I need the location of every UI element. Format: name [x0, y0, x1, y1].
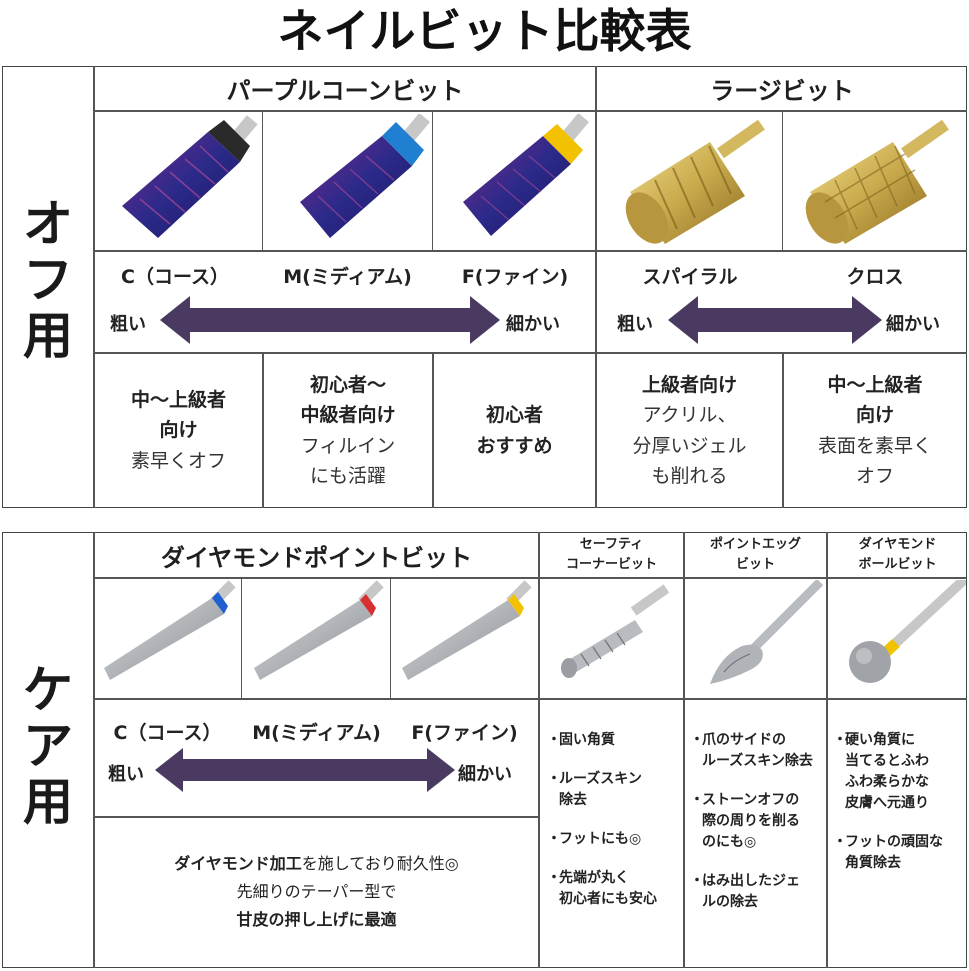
off-grade-medium: M(ミディアム) [283, 266, 412, 288]
care-side-label: ケ ア 用 [23, 661, 73, 831]
off-desc-cross: 中〜上級者 向け 表面を素早く オフ [817, 373, 932, 487]
point-egg-bit-image [710, 580, 824, 684]
feature-text: ストーンオフの 際の周りを削る のにも◎ [702, 792, 800, 850]
off-desc-coarse: 中〜上級者 向け 素早くオフ [130, 388, 226, 472]
bullet-mark: ・ [547, 771, 561, 787]
bullet-mark: ・ [547, 831, 561, 847]
large-type-spiral: スパイラル [642, 266, 738, 288]
off-grade-coarse: C（コース） [121, 266, 229, 288]
purple-bit-coarse-image [122, 115, 258, 238]
off-grade-fine: F(ファイン) [461, 266, 569, 288]
safety-corner-bit-image [561, 584, 670, 678]
large-bit-spiral-image [625, 119, 765, 244]
bullet-mark: ・ [690, 792, 704, 808]
off-side-label: オ フ 用 [23, 195, 73, 365]
point-egg-header: ポイントエッグ ビット [709, 536, 801, 572]
feature-text: ルーズスキン 除去 [559, 771, 642, 808]
off-section [2, 66, 967, 508]
page-title: ネイルビット比較表 [277, 4, 692, 58]
off-fine-label: 細かい [506, 314, 560, 335]
care-fine-label: 細かい [458, 764, 512, 785]
purple-cone-header: パープルコーンビット [226, 77, 464, 105]
feature-text: 硬い角質に 当てるとふわ ふわ柔らかな 皮膚へ元通り [845, 732, 929, 811]
bullet-mark: ・ [833, 732, 847, 748]
diamond-ball-header: ダイヤモンド ボールビット [858, 536, 937, 572]
diamond-bit-medium-image [254, 580, 384, 680]
feature-text: 先端が丸く 初心者にも安心 [559, 870, 657, 907]
feature-text: フットの頑固な 角質除去 [845, 834, 943, 871]
feature-item: ・ストーンオフの 際の周りを削る のにも◎ [690, 790, 826, 853]
feature-text: 爪のサイドの ルーズスキン除去 [702, 732, 813, 769]
feature-item: ・爪のサイドの ルーズスキン除去 [690, 730, 826, 772]
feature-item: ・硬い角質に 当てるとふわ ふわ柔らかな 皮膚へ元通り [833, 730, 967, 814]
off-desc-fine: 初心者 おすすめ [476, 404, 553, 457]
purple-bit-medium-image [300, 114, 431, 238]
feature-text: はみ出したジェ ルの除去 [702, 873, 800, 910]
bullet-mark: ・ [547, 732, 561, 748]
feature-item: ・フットにも◎ [547, 829, 681, 850]
care-grade-coarse: C（コース） [113, 722, 222, 744]
off-purple-arrow [160, 296, 500, 344]
feature-item: ・フットの頑固な 角質除去 [833, 832, 967, 874]
purple-bit-fine-image [463, 114, 590, 236]
large-fine-label: 細かい [886, 314, 940, 335]
care-coarse-label: 粗い [108, 764, 144, 785]
off-large-arrow [668, 296, 882, 344]
feature-text: フットにも◎ [559, 831, 642, 847]
bullet-mark: ・ [547, 870, 561, 886]
safety-corner-header: セーフティ コーナービット [565, 536, 657, 572]
diamond-bit-coarse-image [104, 580, 236, 680]
bullet-mark: ・ [833, 834, 847, 850]
bullet-mark: ・ [690, 873, 704, 889]
diamond-ball-features: ・硬い角質に 当てるとふわ ふわ柔らかな 皮膚へ元通り・フットの頑固な 角質除去 [833, 730, 967, 892]
care-grade-fine: F(ファイン) [411, 722, 518, 744]
feature-item: ・はみ出したジェ ルの除去 [690, 871, 826, 913]
feature-text: 固い角質 [559, 732, 615, 748]
large-bit-header: ラージビット [710, 77, 854, 105]
care-diamond-arrow [155, 748, 455, 792]
feature-item: ・固い角質 [547, 730, 681, 751]
diamond-description: ダイヤモンド加工を施しており耐久性◎ 先細りのテーパー型で 甘皮の押し上げに最適 [174, 854, 459, 929]
off-desc-medium: 初心者〜 中級者向け フィルイン にも活躍 [300, 373, 396, 487]
large-type-cross: クロス [846, 266, 904, 288]
off-desc-spiral: 上級者向け アクリル、 分厚いジェル も削れる [632, 373, 747, 487]
bullet-mark: ・ [690, 732, 704, 748]
diamond-ball-bit-image [849, 580, 966, 683]
safety-corner-features: ・固い角質・ルーズスキン 除去・フットにも◎・先端が丸く 初心者にも安心 [547, 730, 681, 928]
diamond-bit-fine-image [402, 580, 532, 680]
large-bit-cross-image [805, 119, 949, 244]
feature-item: ・先端が丸く 初心者にも安心 [547, 868, 681, 910]
diamond-point-header: ダイヤモンドポイントビット [160, 543, 473, 572]
large-coarse-label: 粗い [617, 314, 653, 335]
point-egg-features: ・爪のサイドの ルーズスキン除去・ストーンオフの 際の周りを削る のにも◎・はみ… [690, 730, 826, 931]
off-coarse-label: 粗い [110, 314, 146, 335]
care-grade-medium: M(ミディアム) [252, 722, 381, 744]
feature-item: ・ルーズスキン 除去 [547, 769, 681, 811]
care-section [2, 532, 967, 968]
